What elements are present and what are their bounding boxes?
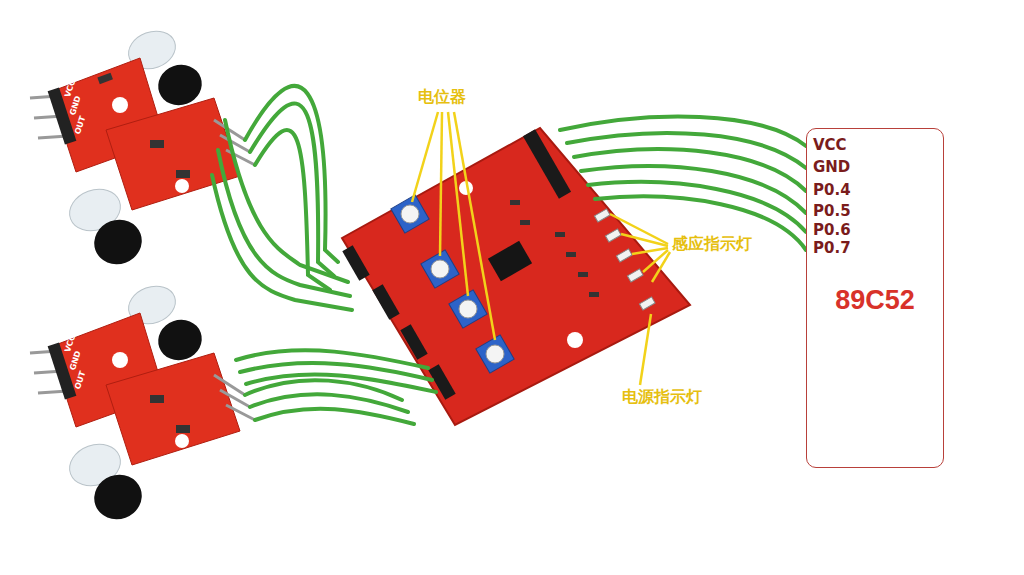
chip-name: 89C52 xyxy=(807,285,943,316)
chip-box: 89C52 xyxy=(806,128,944,468)
leader-line xyxy=(412,112,670,385)
sensor-pair xyxy=(30,280,255,526)
pin-name: VCC xyxy=(813,137,847,154)
callout-label: 感应指示灯 xyxy=(672,235,752,253)
pin-name: P0.4 xyxy=(813,182,851,199)
pin-name: P0.7 xyxy=(813,240,851,257)
wire-bundle xyxy=(212,86,806,424)
callout-label: 电源指示灯 xyxy=(622,388,702,406)
callout-label: 电位器 xyxy=(418,88,466,106)
pin-name: P0.5 xyxy=(813,203,851,220)
sensor-pair xyxy=(30,25,255,271)
tracking-board xyxy=(342,128,690,425)
pin-name: GND xyxy=(813,159,850,176)
pin-name: P0.6 xyxy=(813,222,851,239)
